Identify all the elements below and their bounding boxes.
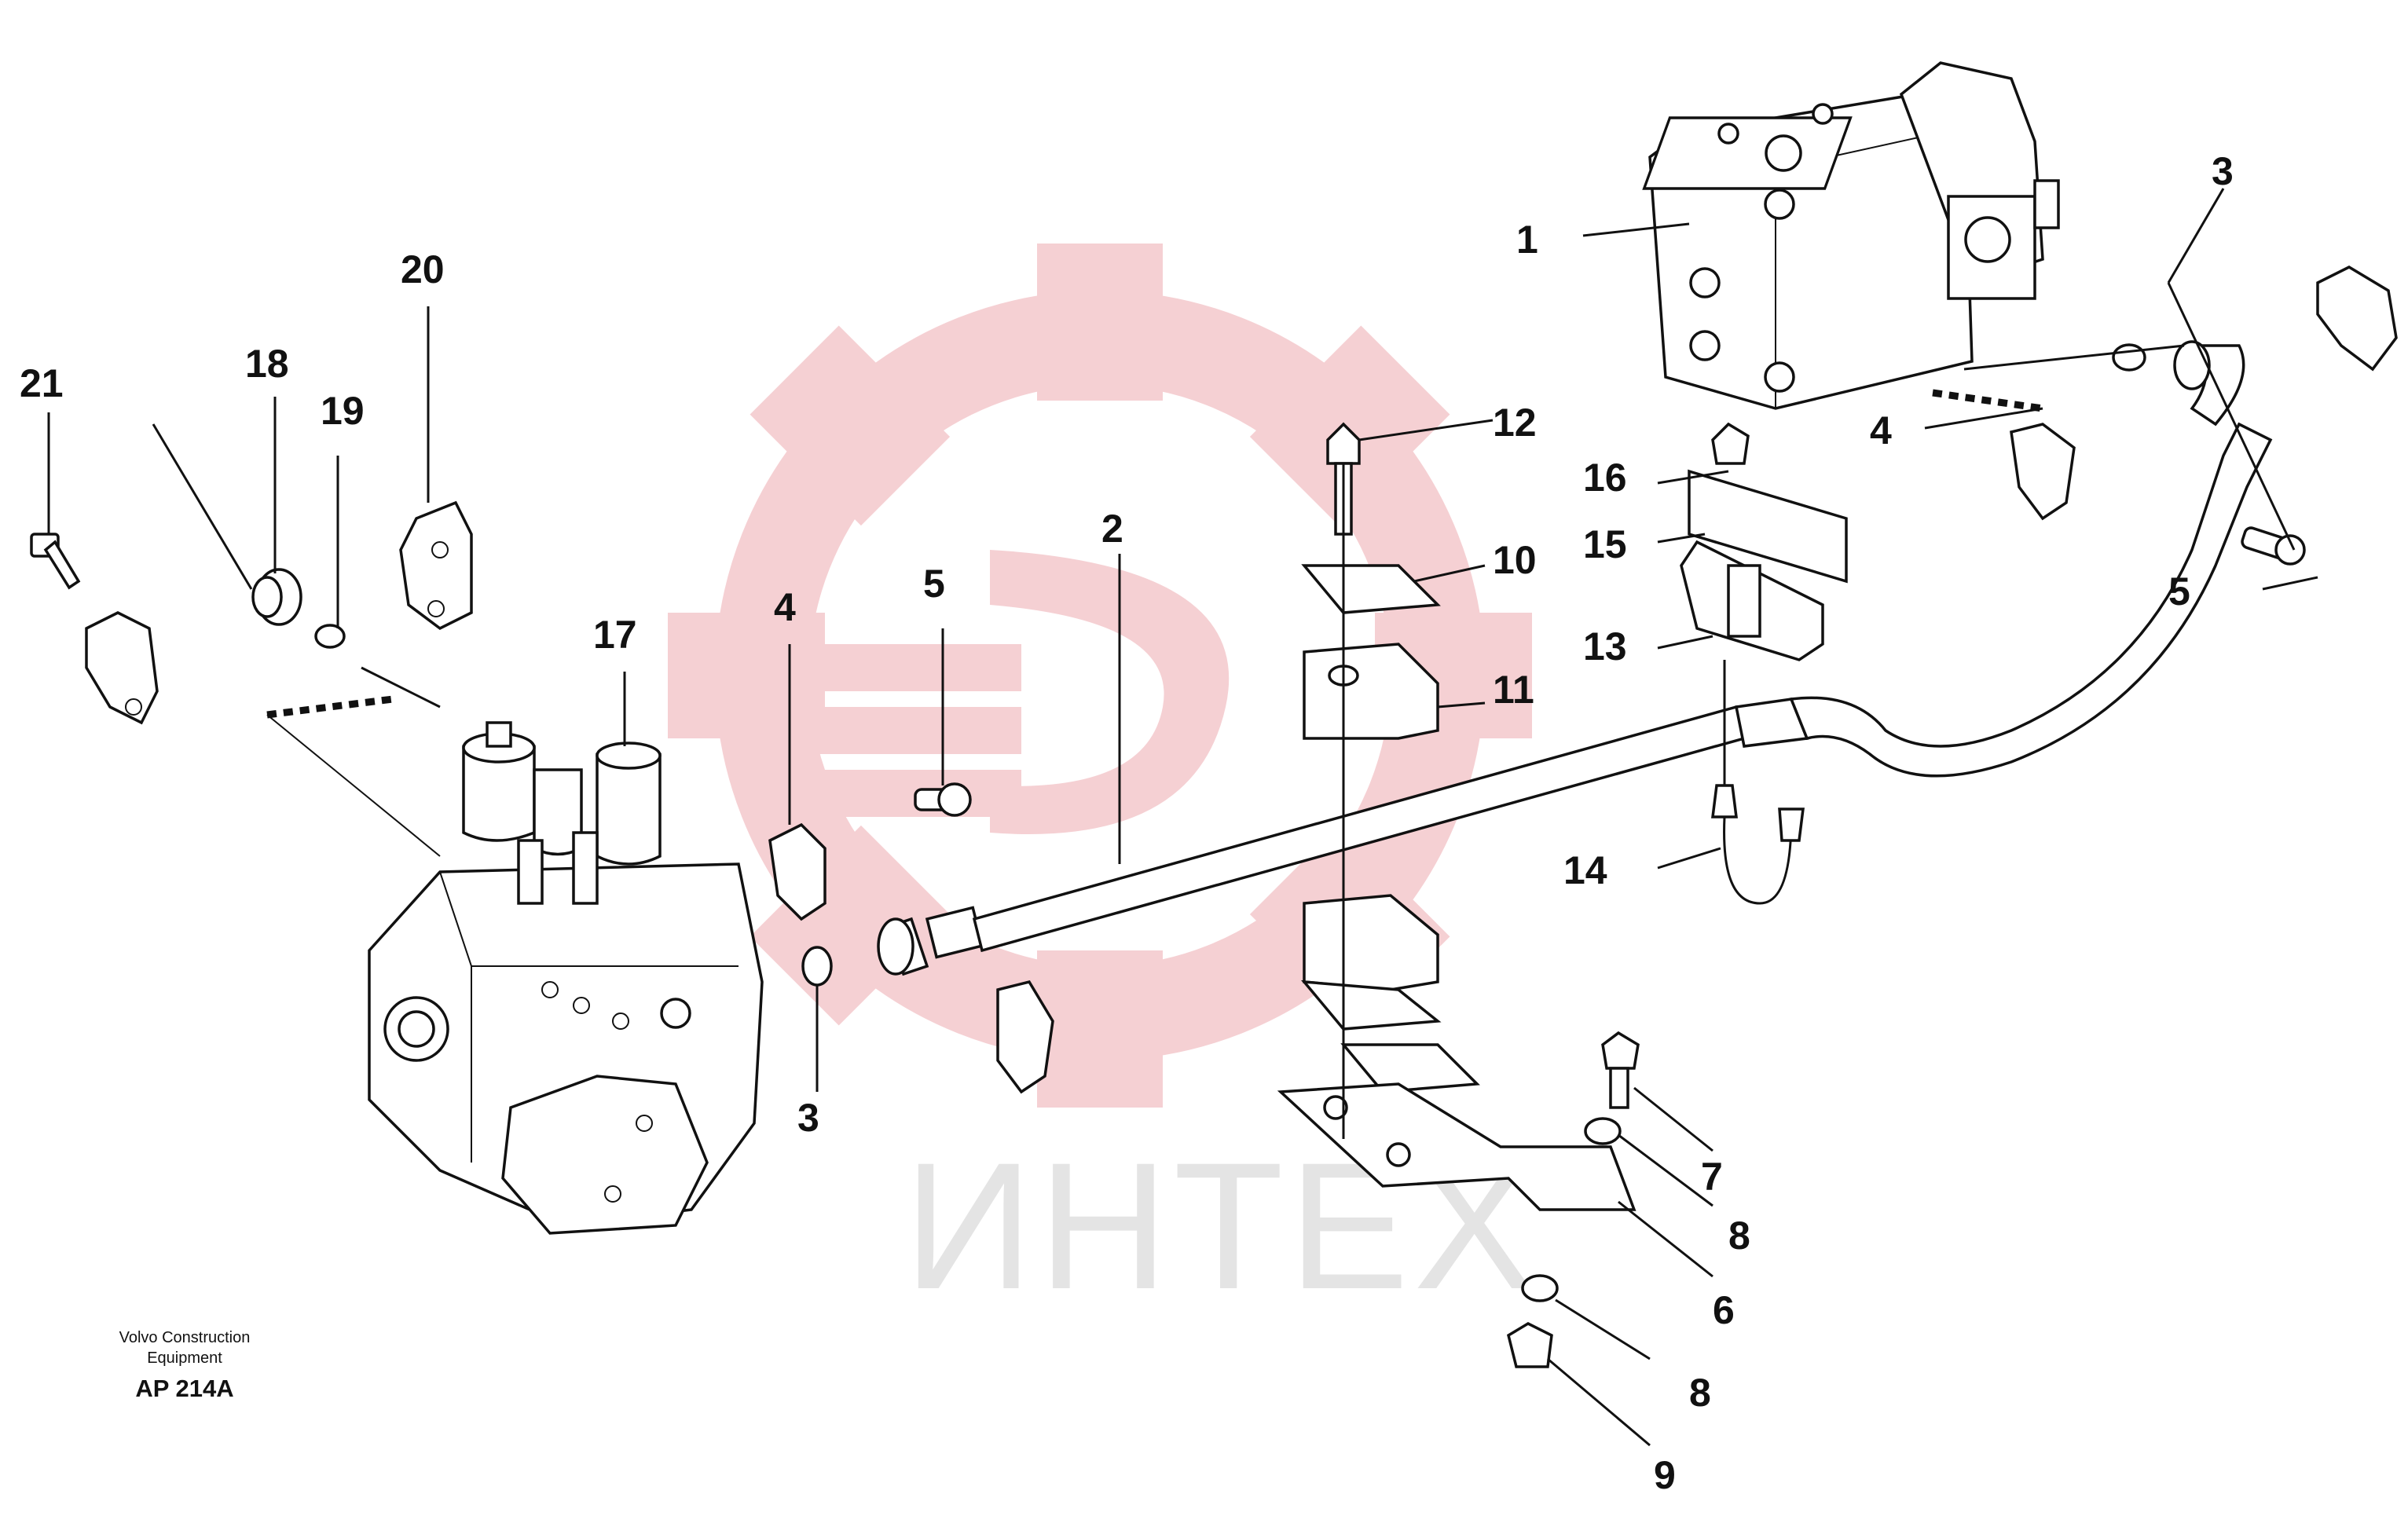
callout-12: 12 — [1493, 401, 1537, 445]
callout-4b: 4 — [774, 585, 796, 629]
callout-3b: 3 — [797, 1096, 819, 1140]
callout-5: 5 — [2168, 569, 2190, 613]
callout-21: 21 — [20, 361, 64, 405]
callout-5b: 5 — [923, 562, 945, 606]
callout-20: 20 — [401, 247, 445, 291]
brand-caption: Volvo Construction Equipment — [94, 1327, 275, 1368]
figure-code: AP 214A — [135, 1375, 234, 1402]
callout-3: 3 — [2212, 149, 2234, 193]
callout-8b: 8 — [1689, 1371, 1711, 1415]
leader-lines — [47, 188, 2318, 1447]
callout-7: 7 — [1701, 1155, 1723, 1199]
callout-9: 9 — [1654, 1453, 1676, 1497]
right-fittings — [2010, 265, 2398, 566]
callout-13: 13 — [1583, 624, 1627, 668]
callout-11: 11 — [1493, 668, 1534, 712]
callout-18: 18 — [245, 342, 289, 386]
callout-8a: 8 — [1728, 1214, 1750, 1258]
callout-15: 15 — [1583, 522, 1627, 566]
callout-19: 19 — [321, 389, 365, 433]
callout-10: 10 — [1493, 538, 1537, 582]
brand-line-1: Volvo Construction — [119, 1329, 251, 1346]
brand-line-2: Equipment — [147, 1349, 222, 1367]
callout-4: 4 — [1870, 408, 1892, 452]
middle-fittings — [768, 782, 1054, 1094]
pressure-line-tube — [877, 340, 2273, 976]
callout-14: 14 — [1563, 848, 1607, 892]
callout-6: 6 — [1713, 1288, 1735, 1332]
control-valve-block — [266, 695, 764, 1235]
left-fittings — [30, 500, 473, 725]
clamp-assembly — [1277, 422, 1848, 1211]
bolt-washer-set — [1506, 1031, 1640, 1368]
callout-2: 2 — [1101, 507, 1123, 551]
callout-16: 16 — [1583, 456, 1627, 500]
callout-1: 1 — [1516, 218, 1538, 262]
callout-labels: 1 3 4 5 2 12 10 11 16 15 13 14 7 8 6 8 9… — [20, 149, 2234, 1497]
callout-17: 17 — [593, 613, 637, 657]
hydraulic-pump — [1642, 61, 2060, 412]
